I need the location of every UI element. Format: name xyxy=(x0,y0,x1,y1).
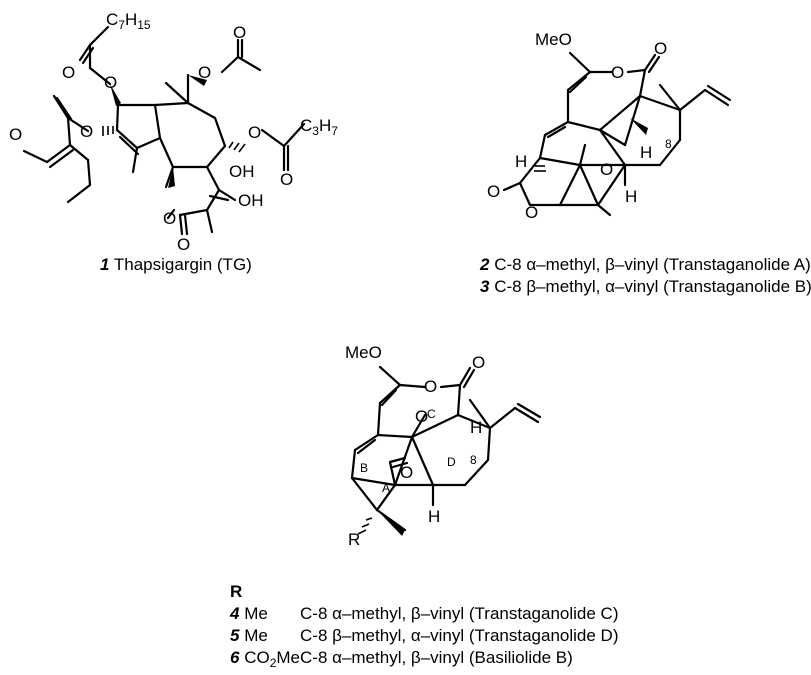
thapsigargin-structure: C7H15 O O O O O O O C3H7 O OH OH O O xyxy=(9,10,338,254)
oxygen-label: O xyxy=(525,203,538,222)
oxygen-label: O xyxy=(424,377,437,396)
oxygen-label: O xyxy=(280,170,293,189)
r-column-header: R xyxy=(230,582,242,601)
position-8-label: 8 xyxy=(665,137,672,151)
oxygen-label: O xyxy=(233,23,246,42)
hydroxyl-label: OH xyxy=(238,191,264,210)
oxygen-label: O xyxy=(654,39,667,58)
oxygen-label: O xyxy=(611,63,624,82)
ring-a-label: A xyxy=(382,481,390,495)
oxygen-label: O xyxy=(600,160,613,179)
compound-2-label: 2 C-8 α–methyl, β–vinyl (Transtaganolide… xyxy=(479,255,811,274)
c7h15-label: C7H15 xyxy=(106,10,151,32)
methoxy-label: MeO xyxy=(535,30,572,49)
oxygen-label: O xyxy=(163,209,176,228)
methoxy-label: MeO xyxy=(345,343,382,362)
compound-3-label: 3 C-8 β–methyl, α–vinyl (Transtaganolide… xyxy=(480,277,811,296)
compound-1-label: 1 Thapsigargin (TG) xyxy=(100,255,252,274)
oxygen-label: O xyxy=(177,235,190,254)
oxygen-label: O xyxy=(62,63,75,82)
hydrogen-label: H xyxy=(625,187,637,206)
oxygen-label: O xyxy=(472,353,485,372)
oxygen-label: O xyxy=(400,463,413,482)
oxygen-label: O xyxy=(415,407,428,426)
position-8-label: 8 xyxy=(470,453,477,467)
transtaganolide-ab-structure: MeO xyxy=(487,30,732,222)
hydroxyl-label: OH xyxy=(229,162,255,181)
hydrogen-label: H xyxy=(428,507,440,526)
oxygen-label: O xyxy=(80,122,93,141)
hydrogen-label: H xyxy=(515,152,527,171)
ring-d-label: D xyxy=(447,455,456,469)
oxygen-label: O xyxy=(248,123,261,142)
hydrogen-label: H xyxy=(470,418,482,437)
ring-b-label: B xyxy=(360,461,368,475)
compound-6-label: 6 CO2MeC-8 α–methyl, β–vinyl (Basiliolid… xyxy=(230,648,573,670)
c3h7-label: C3H7 xyxy=(300,116,338,138)
transtaganolide-cd-structure: MeO xyxy=(345,343,542,549)
oxygen-label: O xyxy=(487,182,500,201)
hydrogen-label: H xyxy=(640,143,652,162)
r-group-label: R xyxy=(348,530,360,549)
oxygen-label: O xyxy=(9,125,22,144)
oxygen-label: O xyxy=(198,63,211,82)
oxygen-label: O xyxy=(104,73,117,92)
ring-c-label: C xyxy=(427,407,436,421)
